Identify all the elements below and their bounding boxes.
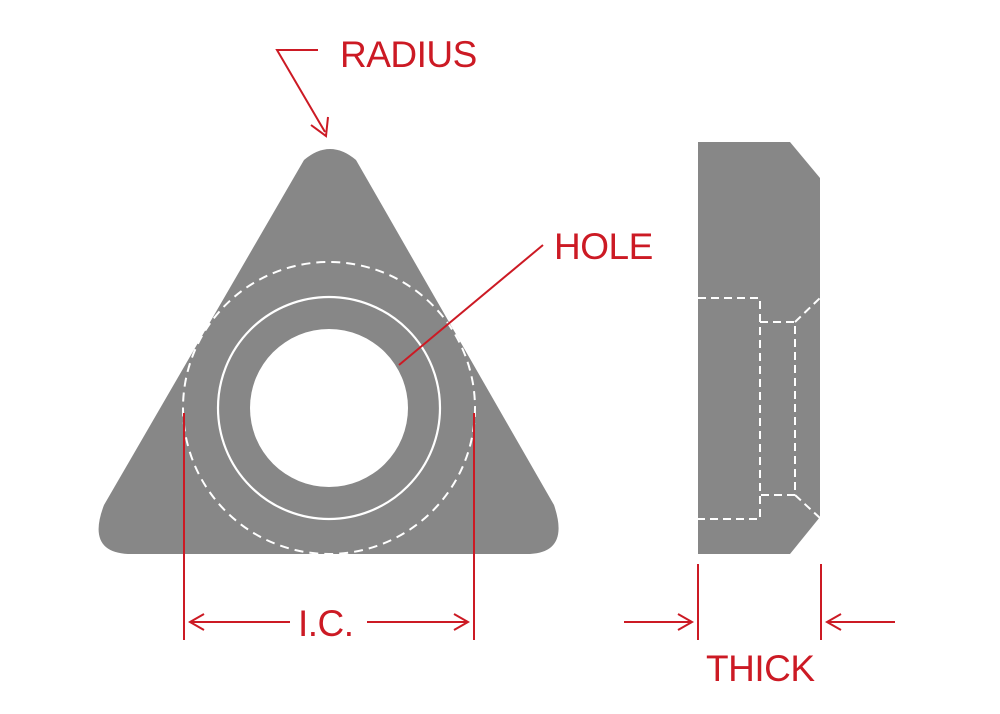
ic-arrow-right-icon [453, 613, 471, 631]
top-view [98, 149, 559, 555]
thick-arrow-left-icon [677, 613, 695, 631]
hidden-line-outer-bore [698, 297, 761, 520]
hidden-lines [698, 297, 821, 520]
countersink-circle [216, 295, 442, 521]
center-hole [250, 329, 408, 487]
ic-label: I.C. [298, 603, 354, 644]
labels: RADIUS HOLE I.C. THICK [298, 34, 816, 689]
side-view [698, 142, 821, 554]
annotations [183, 49, 895, 640]
radius-label: RADIUS [340, 34, 477, 75]
hole-label: HOLE [554, 226, 653, 267]
radius-leader-line [275, 49, 326, 133]
inscribed-circle-dashed [182, 261, 476, 555]
thick-arrow-right-icon [824, 613, 842, 631]
hole-leader-line [398, 244, 544, 366]
radius-arrowhead-icon [310, 116, 329, 138]
hidden-line-chamfer-top [794, 297, 821, 323]
hidden-line-chamfer-bottom [794, 494, 821, 519]
ic-arrow-left-icon [187, 613, 205, 631]
hidden-line-inner-bore [760, 321, 796, 496]
thick-label: THICK [706, 648, 815, 689]
